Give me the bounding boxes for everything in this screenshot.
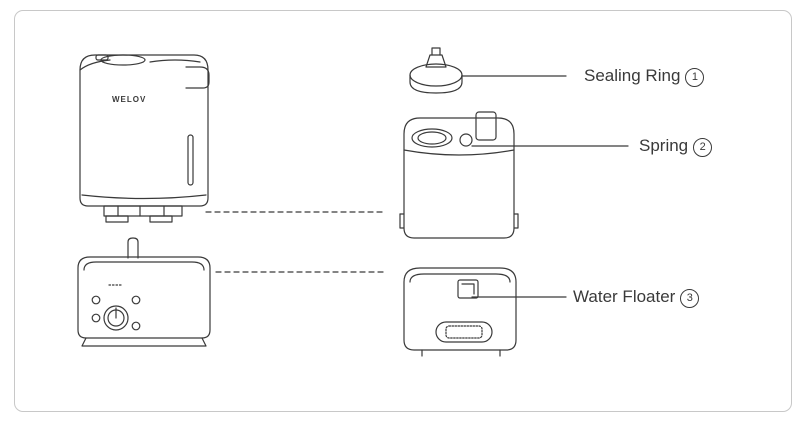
exploded-water-tank <box>400 112 518 238</box>
callout-number-badge: 3 <box>680 289 699 308</box>
callout-number-badge: 2 <box>693 138 712 157</box>
callout-number-badge: 1 <box>685 68 704 87</box>
callout-label: Water Floater <box>573 287 675 306</box>
callout-label: Sealing Ring <box>584 66 680 85</box>
sealing-ring <box>410 48 462 93</box>
assembled-base <box>78 238 210 346</box>
brand-logo: WELOV <box>112 95 146 104</box>
callout-water-floater: Water Floater 3 <box>573 287 699 308</box>
assembled-water-tank <box>80 55 209 222</box>
callout-label: Spring <box>639 136 688 155</box>
exploded-base <box>404 268 516 356</box>
callout-sealing-ring: Sealing Ring 1 <box>584 66 704 87</box>
callout-spring: Spring 2 <box>639 136 712 157</box>
